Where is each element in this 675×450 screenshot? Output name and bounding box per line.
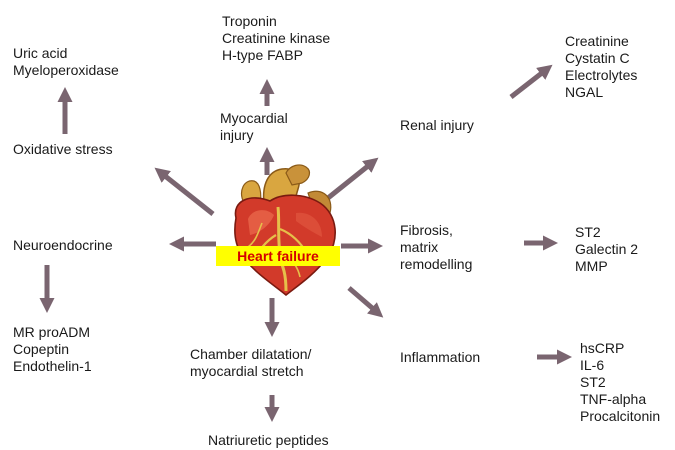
label-line: injury [220, 127, 288, 144]
marker-item: Troponin [222, 13, 330, 30]
label-line: Myocardial [220, 110, 288, 127]
label-line: Oxidative stress [13, 141, 113, 158]
marker-item: MR proADM [13, 324, 92, 341]
node-myocardial-injury-label: Myocardial injury [220, 110, 288, 144]
node-chamber-dilatation-label: Chamber dilatation/ myocardial stretch [190, 346, 311, 380]
label-line: matrix [400, 239, 472, 256]
node-fibrosis-label: Fibrosis, matrix remodelling [400, 222, 472, 273]
label-line: Renal injury [400, 117, 474, 134]
marker-item: H-type FABP [222, 47, 330, 64]
node-inflammation-label: Inflammation [400, 349, 480, 366]
markers-inflammation: hsCRP IL-6 ST2 TNF-alpha Procalcitonin [580, 340, 660, 425]
markers-neuroendocrine: MR proADM Copeptin Endothelin-1 [13, 324, 92, 375]
label-line: Inflammation [400, 349, 480, 366]
node-neuroendocrine-label: Neuroendocrine [13, 237, 113, 254]
node-oxidative-stress-label: Oxidative stress [13, 141, 113, 158]
label-line: remodelling [400, 256, 472, 273]
marker-item: Endothelin-1 [13, 358, 92, 375]
label-line: myocardial stretch [190, 363, 311, 380]
marker-item: ST2 [575, 224, 638, 241]
marker-item: Galectin 2 [575, 241, 638, 258]
marker-item: hsCRP [580, 340, 660, 357]
marker-item: Procalcitonin [580, 408, 660, 425]
markers-renal-injury: Creatinine Cystatin C Electrolytes NGAL [565, 33, 637, 101]
marker-item: ST2 [580, 374, 660, 391]
marker-item: Creatinine [565, 33, 637, 50]
node-renal-injury-label: Renal injury [400, 117, 474, 134]
arrow-renal-to-markers [511, 69, 547, 97]
marker-item: TNF-alpha [580, 391, 660, 408]
markers-chamber-dilatation: Natriuretic peptides [208, 432, 329, 449]
marker-item: Creatinine kinase [222, 30, 330, 47]
marker-item: NGAL [565, 84, 637, 101]
marker-item: Electrolytes [565, 67, 637, 84]
heart-illustration-icon [226, 163, 346, 298]
label-line: Chamber dilatation/ [190, 346, 311, 363]
marker-item: MMP [575, 258, 638, 275]
marker-item: Uric acid [13, 45, 119, 62]
arrow-to-inflammation [349, 288, 378, 313]
marker-item: Copeptin [13, 341, 92, 358]
arrow-to-oxidative-stress [160, 172, 213, 214]
marker-item: Myeloperoxidase [13, 62, 119, 79]
label-line: Neuroendocrine [13, 237, 113, 254]
markers-myocardial-injury: Troponin Creatinine kinase H-type FABP [222, 13, 330, 64]
label-line: Fibrosis, [400, 222, 472, 239]
marker-item: Natriuretic peptides [208, 432, 329, 449]
center-label: Heart failure [216, 246, 340, 266]
marker-item: Cystatin C [565, 50, 637, 67]
marker-item: IL-6 [580, 357, 660, 374]
markers-oxidative-stress: Uric acid Myeloperoxidase [13, 45, 119, 79]
markers-fibrosis: ST2 Galectin 2 MMP [575, 224, 638, 275]
